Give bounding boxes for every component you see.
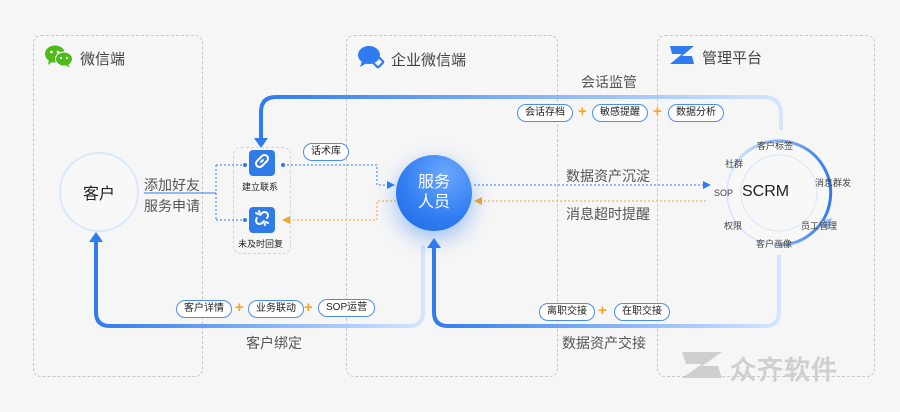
monitor-pill-sensitive[interactable]: 敏感提醒 [592, 104, 648, 122]
plus-icon: + [235, 299, 244, 316]
binding-pill-linkage[interactable]: 业务联动 [248, 300, 304, 318]
zone-wecom: 企业微信端 [346, 35, 558, 377]
flow-add-friend: 添加好友 [144, 177, 200, 193]
zone-wecom-title: 企业微信端 [391, 51, 467, 69]
scrm-item-staff-management[interactable]: 员工管理 [801, 221, 838, 231]
handover-loop-arrow [427, 238, 441, 248]
monitor-pill-archive[interactable]: 会话存档 [517, 104, 573, 122]
scrm-item-community[interactable]: 社群 [725, 159, 744, 169]
broken-link-icon [253, 209, 271, 232]
wecom-icon [357, 44, 385, 74]
scrm-item-sop[interactable]: SOP [714, 188, 734, 198]
flow-data-deposit: 数据资产沉淀 [566, 168, 650, 184]
scrm-item-customer-profile[interactable]: 客户画像 [756, 239, 793, 249]
zone-wechat: 微信端 [33, 35, 203, 377]
handover-pill-resigned[interactable]: 离职交接 [539, 303, 595, 321]
service-label-2: 人员 [417, 194, 450, 211]
connect-tool[interactable] [249, 150, 275, 176]
flow-timeout-alert: 消息超时提醒 [566, 206, 650, 222]
zone-admin-title: 管理平台 [702, 49, 763, 67]
monitor-loop-arrow [254, 138, 268, 148]
flow-session-monitor: 会话监管 [581, 74, 637, 90]
flow-service-apply: 服务申请 [144, 198, 200, 214]
monitor-loop-line [259, 95, 783, 140]
flow-data-handover: 数据资产交接 [562, 335, 646, 351]
connect-label: 建立联系 [242, 182, 279, 192]
plus-icon: + [304, 299, 313, 316]
late-reply-tool[interactable] [249, 207, 275, 233]
monitor-pill-analysis[interactable]: 数据分析 [668, 104, 724, 122]
handover-loop-line [432, 246, 781, 328]
scrm-ring-arc [730, 139, 833, 247]
zone-wechat-title: 微信端 [80, 50, 126, 68]
tool-box [233, 147, 291, 254]
service-staff-node[interactable]: 服务 人员 [396, 155, 472, 231]
plus-icon: + [598, 302, 607, 319]
binding-loop-arrow [89, 232, 103, 242]
binding-pill-details[interactable]: 客户详情 [176, 300, 232, 318]
customer-label: 客户 [82, 186, 115, 203]
binding-pill-sop[interactable]: SOP运营 [318, 299, 376, 317]
scrm-item-permissions[interactable]: 权限 [724, 221, 743, 231]
late-reply-label: 未及时回复 [238, 239, 284, 249]
customer-node[interactable]: 客户 [59, 152, 139, 232]
plus-icon: + [653, 103, 662, 120]
scrm-item-customer-tags[interactable]: 客户标签 [757, 141, 794, 151]
watermark-logo-icon [680, 350, 724, 387]
binding-loop-line [94, 240, 425, 328]
script-library-pill[interactable]: 话术库 [303, 143, 349, 161]
handover-pill-employed[interactable]: 在职交接 [614, 303, 670, 321]
scrm-title: SCRM [742, 183, 790, 200]
service-label-1: 服务 [417, 174, 450, 191]
zone-admin: 管理平台 [657, 35, 875, 377]
flow-customer-binding: 客户绑定 [246, 335, 302, 351]
plus-icon: + [578, 103, 587, 120]
wechat-icon [44, 44, 74, 72]
scrm-item-mass-message[interactable]: 消息群发 [815, 178, 852, 188]
link-icon [253, 152, 271, 175]
watermark: 众齐软件 [680, 350, 838, 387]
watermark-text: 众齐软件 [730, 355, 839, 385]
zq-logo-icon [668, 44, 696, 70]
